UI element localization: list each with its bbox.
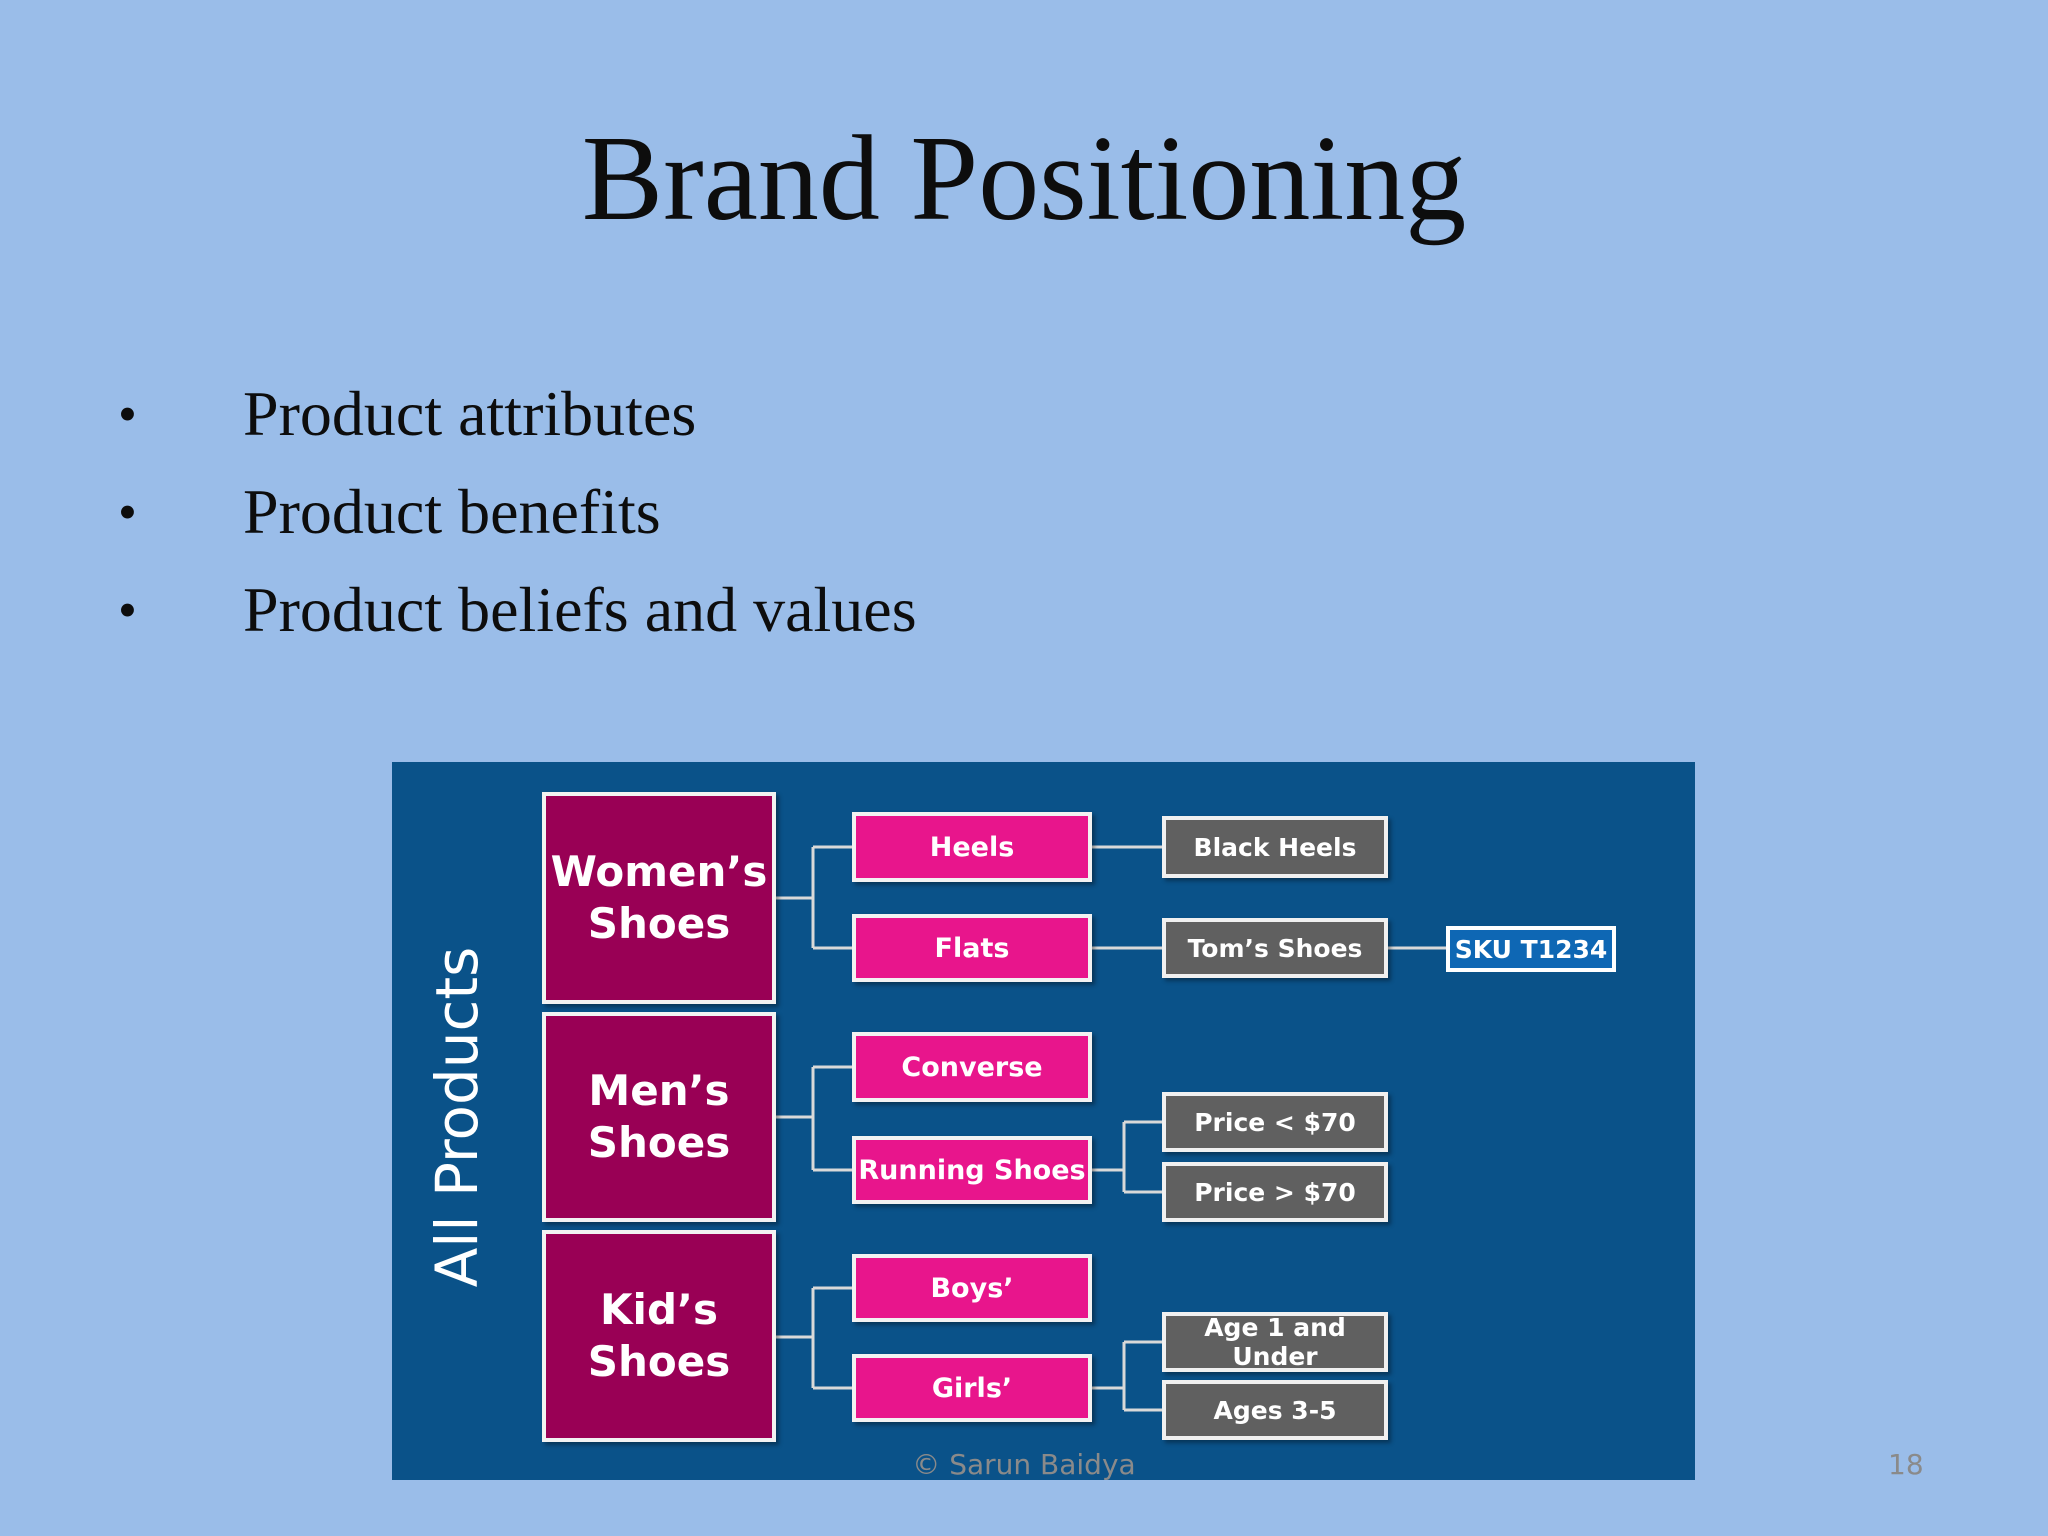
bullet-item: • Product beliefs and values [118, 571, 917, 669]
item-flats: Flats [852, 914, 1092, 982]
item-running-shoes: Running Shoes [852, 1136, 1092, 1204]
item-boys: Boys’ [852, 1254, 1092, 1322]
bullet-item: • Product benefits [118, 473, 917, 571]
category-line: Shoes [587, 899, 731, 948]
root-label-text: All Products [423, 946, 491, 1288]
category-line: Shoes [587, 1337, 731, 1386]
bullet-glyph: • [118, 384, 137, 444]
sku-t1234: SKU T1234 [1446, 926, 1616, 972]
slide-title: Brand Positioning [581, 111, 1467, 246]
connector-lines [776, 845, 1446, 1412]
connector-mens-items [776, 1065, 852, 1172]
bullet-glyph: • [118, 580, 137, 640]
leaf-toms-shoes: Tom’s Shoes [1162, 918, 1388, 978]
bullet-glyph: • [118, 482, 137, 542]
category-line: Shoes [587, 1118, 731, 1167]
bullet-text: Product attributes [243, 378, 697, 449]
connector-running-leaves [1092, 1120, 1162, 1194]
leaf-ages-3-5: Ages 3-5 [1162, 1380, 1388, 1440]
item-girls: Girls’ [852, 1354, 1092, 1422]
connector-womens-items [776, 845, 852, 950]
bullet-text: Product benefits [243, 476, 661, 547]
category-line: Kid’s [600, 1284, 718, 1334]
bullet-text: Product beliefs and values [243, 574, 917, 645]
leaf-price-over-70: Price > $70 [1162, 1162, 1388, 1222]
item-heels: Heels [852, 812, 1092, 882]
leaf-black-heels: Black Heels [1162, 816, 1388, 878]
leaf-price-under-70: Price < $70 [1162, 1092, 1388, 1152]
connector-kids-items [776, 1286, 852, 1390]
leaf-age-1-and-under: Age 1 and Under [1162, 1312, 1388, 1372]
root-label: All Products [392, 762, 522, 1480]
bullet-list: • Product attributes • Product benefits • P… [118, 375, 917, 669]
page-number: 18 [1888, 1448, 1924, 1481]
item-converse: Converse [852, 1032, 1092, 1102]
category-line: Men’s [588, 1065, 730, 1115]
bullet-item: • Product attributes [118, 375, 917, 473]
category-line: Women’s [550, 846, 768, 896]
footer-copyright: © Sarun Baidya [912, 1448, 1136, 1481]
connector-girls-leaves [1092, 1340, 1162, 1412]
